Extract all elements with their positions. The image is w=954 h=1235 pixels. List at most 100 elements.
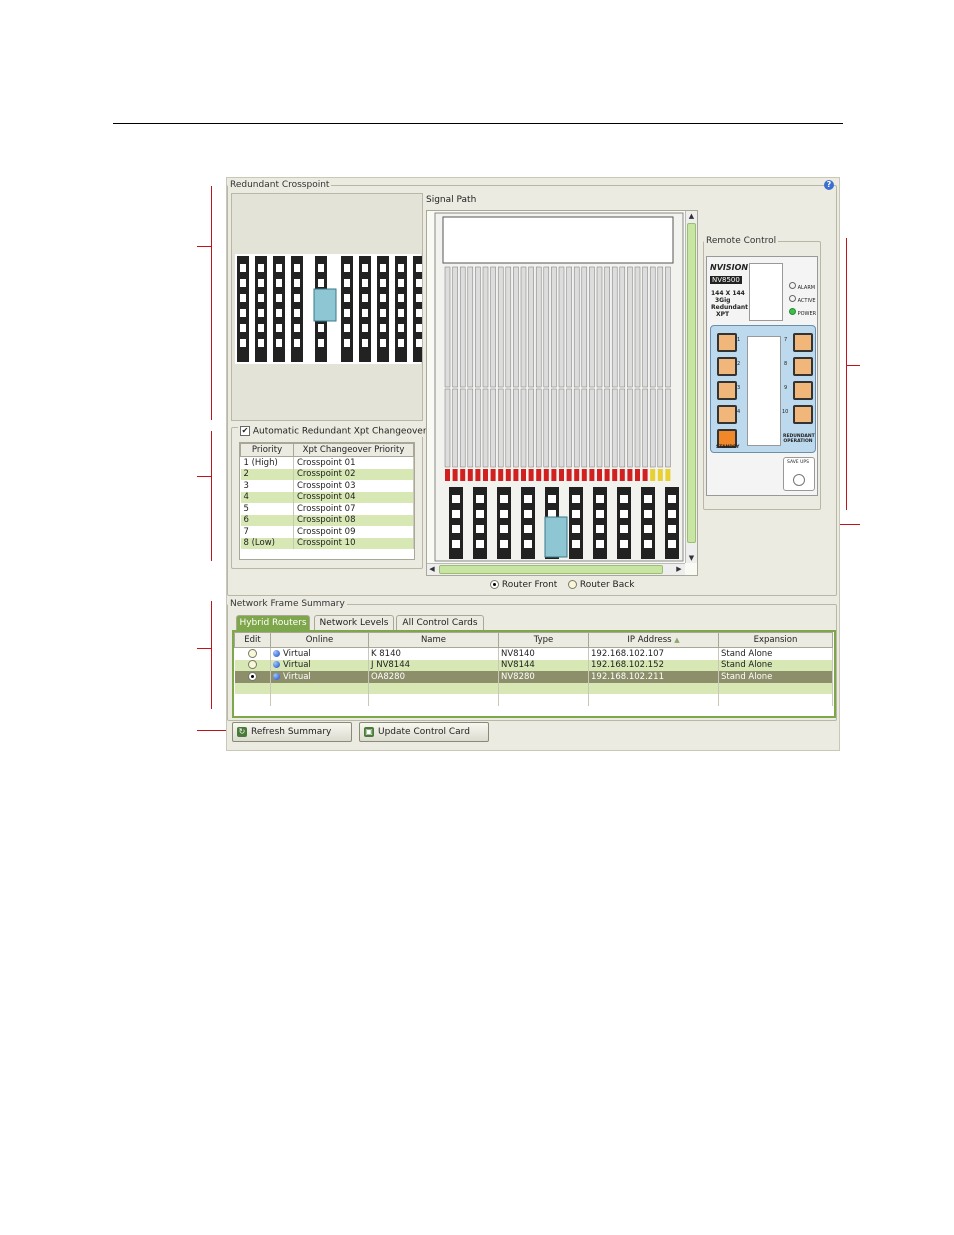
router-front-radio[interactable]	[490, 580, 499, 589]
edit-radio[interactable]	[247, 660, 257, 670]
edit-cell[interactable]	[234, 647, 271, 660]
callout-line	[197, 476, 212, 477]
horizontal-scroll-thumb[interactable]	[439, 565, 663, 574]
xpt-button-9[interactable]	[793, 381, 813, 400]
xpt-button-10[interactable]	[793, 405, 813, 424]
status-led	[642, 469, 648, 481]
crosspoint-cell: Crosspoint 07	[293, 503, 414, 515]
io-slot	[482, 266, 489, 388]
table-row[interactable]: Virtual OA8280 NV8280 192.168.102.211 St…	[234, 671, 833, 683]
card-port	[416, 294, 422, 302]
edit-cell[interactable]	[234, 671, 271, 683]
horizontal-scrollbar[interactable]: ◀ ▶	[427, 563, 685, 575]
scroll-down-icon[interactable]: ▼	[688, 554, 695, 562]
priority-table: Priority Xpt Changeover Priority 1 (High…	[240, 443, 414, 549]
priority-cell: 5	[240, 503, 294, 515]
card-port	[500, 495, 508, 503]
router-back-label: Router Back	[579, 580, 635, 590]
vertical-scroll-thumb[interactable]	[687, 223, 696, 543]
status-led	[475, 469, 481, 481]
center-display	[747, 336, 781, 446]
auto-changeover-row[interactable]: ✔ Automatic Redundant Xpt Changeover	[238, 426, 429, 437]
io-slot	[558, 266, 565, 388]
scroll-right-icon[interactable]: ▶	[676, 565, 682, 573]
type-cell: NV8140	[498, 647, 589, 660]
callout-line	[197, 246, 212, 247]
status-led	[452, 469, 458, 481]
card-port	[524, 540, 532, 548]
col-type[interactable]: Type	[498, 632, 589, 648]
io-slot	[619, 388, 626, 468]
col-edit[interactable]: Edit	[234, 632, 271, 648]
alarm-label: ALARM	[797, 285, 816, 291]
card-port	[548, 510, 556, 518]
status-led	[627, 469, 633, 481]
scroll-left-icon[interactable]: ◀	[429, 565, 435, 573]
tab-network-levels[interactable]: Network Levels	[314, 615, 394, 630]
table-row[interactable]: 1 (High)Crosspoint 01	[240, 456, 414, 469]
type-cell: NV8144	[498, 659, 589, 671]
status-led	[665, 469, 671, 481]
status-led	[581, 469, 587, 481]
io-slot	[596, 388, 603, 468]
tab-all-control-cards[interactable]: All Control Cards	[396, 615, 484, 630]
io-slot	[657, 388, 664, 468]
table-row[interactable]: Virtual J NV8144 NV8144 192.168.102.152 …	[234, 659, 833, 671]
col-name[interactable]: Name	[368, 632, 499, 648]
card-port	[258, 309, 264, 317]
card-port	[572, 540, 580, 548]
xpt-priority-header[interactable]: Xpt Changeover Priority	[293, 443, 414, 457]
router-back-radio[interactable]	[568, 580, 577, 589]
expansion-cell: Stand Alone	[718, 647, 833, 660]
router-front-option[interactable]: Router Front	[490, 580, 557, 590]
table-row[interactable]: Virtual K 8140 NV8140 192.168.102.107 St…	[234, 647, 833, 660]
edit-cell[interactable]	[234, 659, 271, 671]
card-port	[344, 294, 350, 302]
update-control-card-button[interactable]: ▣Update Control Card	[359, 722, 489, 742]
io-slot	[444, 388, 451, 468]
io-slot	[589, 388, 595, 468]
card-port	[596, 510, 604, 518]
col-ip-address[interactable]: IP Address ▲	[588, 632, 719, 648]
card-port	[362, 264, 368, 272]
xpt-button-8[interactable]	[793, 357, 813, 376]
xpt-button-7[interactable]	[793, 333, 813, 352]
ups-knob-icon[interactable]	[793, 474, 805, 486]
standby-button[interactable]	[717, 429, 737, 448]
col-expansion[interactable]: Expansion	[718, 632, 833, 648]
edit-radio[interactable]	[247, 648, 257, 658]
card-port	[596, 495, 604, 503]
xpt-button-2[interactable]	[717, 357, 737, 376]
col-online[interactable]: Online	[270, 632, 369, 648]
card-port	[294, 294, 300, 302]
card-port	[344, 309, 350, 317]
active-crosspoint-highlight	[313, 288, 337, 322]
card-port	[240, 264, 246, 272]
xpt-button-4[interactable]	[717, 405, 737, 424]
card-port	[398, 339, 404, 347]
table-row[interactable]: 8 (Low)Crosspoint 10	[240, 537, 414, 549]
xpt-button-3[interactable]	[717, 381, 737, 400]
help-icon[interactable]: ?	[824, 180, 834, 190]
vertical-scrollbar[interactable]: ▲ ▼	[685, 211, 697, 563]
priority-header[interactable]: Priority	[240, 443, 294, 457]
card-port	[240, 309, 246, 317]
priority-cell: 8 (Low)	[240, 537, 294, 549]
io-slot	[657, 266, 664, 388]
refresh-summary-button[interactable]: ↻Refresh Summary	[232, 722, 352, 742]
auto-changeover-checkbox[interactable]: ✔	[240, 426, 250, 436]
scroll-up-icon[interactable]: ▲	[688, 212, 695, 220]
crosspoint-cell: Crosspoint 08	[293, 514, 414, 526]
online-cell: Virtual	[270, 647, 369, 660]
io-slot	[543, 388, 550, 468]
edit-radio[interactable]	[247, 671, 257, 681]
xpt-button-1[interactable]	[717, 333, 737, 352]
tab-hybrid-routers[interactable]: Hybrid Routers	[236, 615, 310, 630]
router-back-option[interactable]: Router Back	[568, 580, 634, 590]
